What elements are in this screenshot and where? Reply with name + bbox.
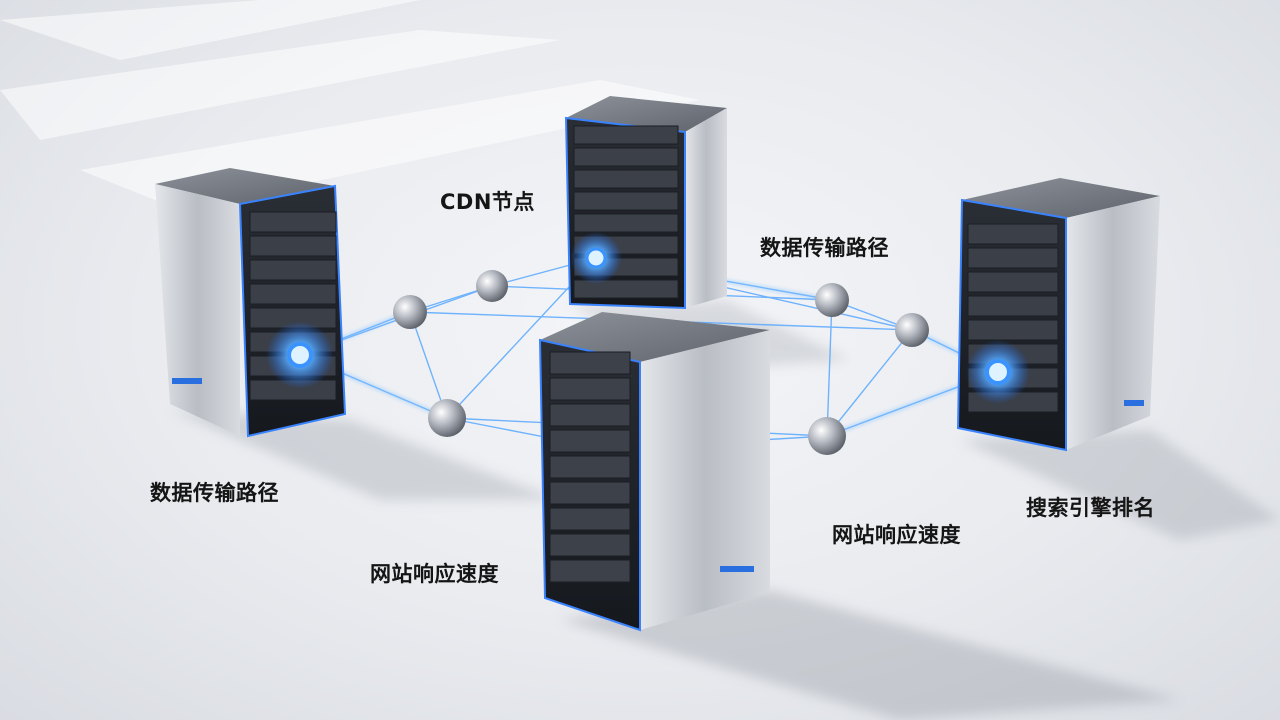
network-nodes: [393, 270, 929, 455]
network-node-icon: [895, 313, 929, 347]
label-cdn-node: CDN节点: [440, 190, 535, 214]
network-node-icon: [476, 270, 508, 302]
network-node-icon: [815, 283, 849, 317]
label-data-transfer-path-right: 数据传输路径: [760, 236, 889, 260]
label-response-speed-right: 网站响应速度: [832, 523, 961, 547]
server-front-center: [538, 312, 770, 632]
server-left: [155, 168, 347, 438]
label-data-transfer-path-left: 数据传输路径: [150, 481, 279, 505]
label-search-ranking: 搜索引擎排名: [1026, 496, 1155, 520]
server-right: [956, 178, 1160, 452]
network-node-icon: [808, 417, 846, 455]
network-node-icon: [428, 399, 466, 437]
server-back-center: [564, 96, 727, 310]
network-node-icon: [393, 295, 427, 329]
label-response-speed-center: 网站响应速度: [370, 562, 499, 586]
